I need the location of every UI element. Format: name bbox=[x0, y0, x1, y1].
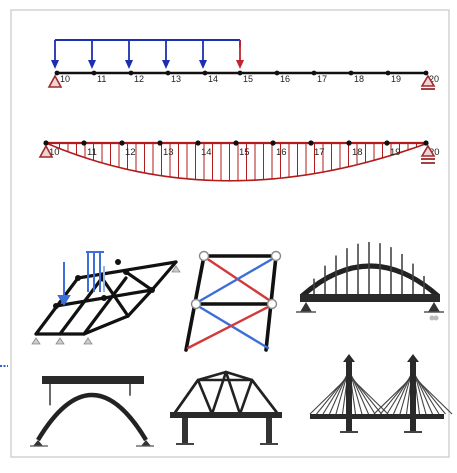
node-label: 18 bbox=[354, 74, 364, 84]
node-label: 20 bbox=[429, 147, 440, 158]
node-label: 20 bbox=[429, 74, 439, 84]
beam-node bbox=[346, 140, 352, 146]
beam-node bbox=[157, 140, 163, 146]
beam-node bbox=[311, 70, 317, 76]
beam-node bbox=[119, 140, 125, 146]
beam-node bbox=[423, 70, 429, 76]
load-arrows bbox=[51, 40, 244, 69]
node-label: 12 bbox=[125, 147, 136, 158]
pin-support-icon bbox=[38, 144, 54, 158]
cable bbox=[373, 375, 414, 415]
beam-node bbox=[274, 70, 280, 76]
beam-node bbox=[128, 70, 134, 76]
node-label: 16 bbox=[276, 147, 287, 158]
tied-arch-bridge-icon bbox=[296, 242, 444, 321]
beam-2-nodes: 10 11 12 13 14 15 16 17 18 19 20 bbox=[43, 140, 440, 158]
beam-node bbox=[81, 140, 87, 146]
beam-node bbox=[270, 140, 276, 146]
cable bbox=[348, 375, 389, 415]
beam-node bbox=[202, 70, 208, 76]
load-arrowhead bbox=[51, 60, 59, 69]
moment-hatch-lines bbox=[50, 143, 426, 181]
node-label: 17 bbox=[317, 74, 327, 84]
beam-node bbox=[348, 70, 354, 76]
beam-node bbox=[237, 70, 243, 76]
moment-diagram: 10 11 12 13 14 15 16 17 18 19 20 bbox=[38, 140, 440, 182]
truss-bridge-icon bbox=[170, 370, 282, 445]
node-label: 15 bbox=[243, 74, 253, 84]
beam-1-nodes: 10 11 12 13 14 15 16 17 18 19 20 bbox=[54, 70, 439, 84]
braced-frame-icon bbox=[184, 250, 282, 352]
node-label: 13 bbox=[171, 74, 181, 84]
beam-node bbox=[195, 140, 201, 146]
node-label: 14 bbox=[208, 74, 218, 84]
moment-curve bbox=[45, 142, 429, 182]
loaded-beam-diagram: 10 11 12 13 14 15 16 17 18 19 20 bbox=[47, 39, 439, 90]
deck-arch-bridge-icon bbox=[30, 376, 154, 447]
beam-node bbox=[233, 140, 239, 146]
beam-node bbox=[308, 140, 314, 146]
load-arrowhead bbox=[125, 60, 133, 69]
node-label: 18 bbox=[352, 147, 363, 158]
node-label: 11 bbox=[87, 147, 97, 158]
grillage-icon bbox=[31, 251, 181, 345]
load-arrowhead bbox=[88, 60, 96, 69]
point-load-arrowhead bbox=[236, 60, 244, 69]
load-arrowhead bbox=[162, 60, 170, 69]
cable bbox=[309, 375, 350, 415]
node-label: 11 bbox=[97, 74, 106, 84]
beam-node bbox=[385, 70, 391, 76]
node-label: 12 bbox=[134, 74, 144, 84]
node-label: 15 bbox=[239, 147, 250, 158]
roller-support-icon bbox=[420, 144, 436, 164]
cable bbox=[412, 375, 453, 415]
node-label: 10 bbox=[49, 147, 60, 158]
roller-support-icon bbox=[420, 74, 436, 90]
node-label: 10 bbox=[60, 74, 70, 84]
node-label: 19 bbox=[390, 147, 401, 158]
node-label: 19 bbox=[391, 74, 401, 84]
pin-support-icon bbox=[47, 74, 63, 88]
beam-node bbox=[91, 70, 97, 76]
beam-node bbox=[43, 140, 49, 146]
beam-node bbox=[384, 140, 390, 146]
node-label: 17 bbox=[314, 147, 325, 158]
node-label: 13 bbox=[163, 147, 174, 158]
beam-node bbox=[423, 140, 429, 146]
beam-node bbox=[165, 70, 171, 76]
load-arrowhead bbox=[199, 60, 207, 69]
beam-node bbox=[54, 70, 60, 76]
cable-stayed-bridge-icon bbox=[309, 354, 453, 433]
panel-border bbox=[10, 9, 450, 458]
node-label: 14 bbox=[201, 147, 212, 158]
node-label: 16 bbox=[280, 74, 290, 84]
